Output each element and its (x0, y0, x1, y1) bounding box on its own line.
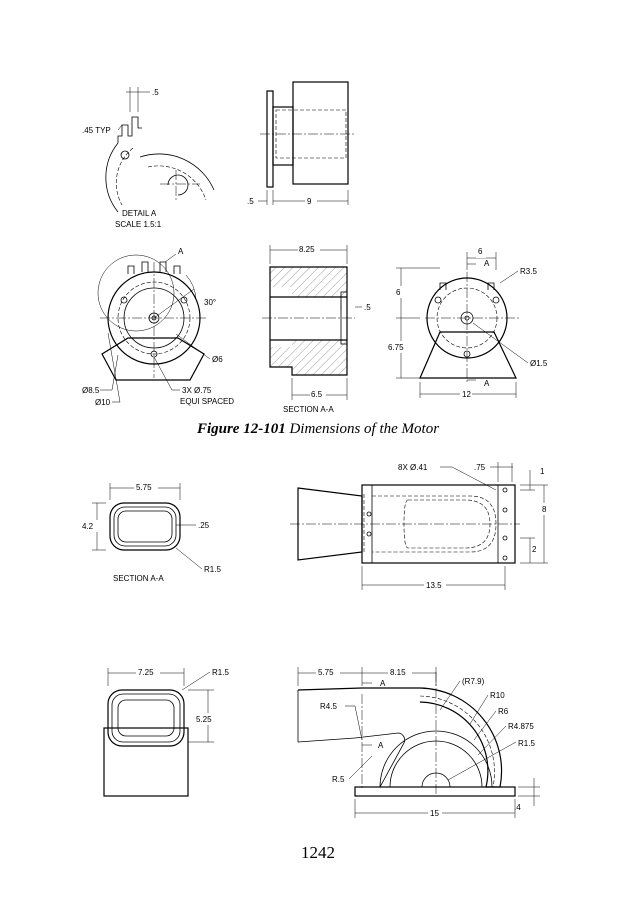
figure-title: Dimensions of the Motor (289, 421, 440, 437)
figure-number: Figure 12-101 (196, 421, 286, 437)
front-view-section-mark: A (178, 247, 184, 256)
duct-side-r6: R6 (498, 707, 509, 716)
duct-top-view: 8X Ø.41 .75 1 8 2 13.5 (290, 462, 550, 590)
right-view-section-mark-top: A (484, 259, 490, 268)
right-view-dim-vert-upper: 6 (396, 288, 401, 297)
front-view-dia-mid: Ø8.5 (82, 386, 100, 395)
figure-caption: Figure 12-101 Dimensions of the Motor (0, 421, 636, 438)
duct-end-radius: R1.5 (212, 668, 229, 677)
front-view-holes-note: EQUI SPACED (180, 397, 234, 406)
detail-a-typ-dim: .45 TYP (82, 126, 111, 135)
front-view-dia-outer: Ø10 (95, 398, 111, 407)
duct-top-length: 13.5 (426, 581, 442, 590)
duct-side-r4875: R4.875 (508, 722, 534, 731)
duct-section-width: 5.75 (136, 483, 152, 492)
right-view-dim-top: 6 (478, 247, 483, 256)
duct-section-label: SECTION A-A (113, 574, 164, 583)
duct-section-wall: .25 (198, 521, 210, 530)
duct-section-height: 4.2 (82, 522, 94, 531)
section-dim-step: .5 (364, 303, 371, 312)
duct-side-section-mark-lower: A (378, 741, 384, 750)
duct-side-ref-radius: (R7.9) (462, 677, 485, 686)
duct-side-base: 15 (430, 809, 439, 818)
detail-a-scale: SCALE 1.5:1 (115, 220, 162, 229)
right-view-dim-vert-lower: 6.75 (388, 343, 404, 352)
right-view-dim-width: 12 (462, 390, 471, 399)
motor-side-view: .5 9 (247, 81, 355, 206)
duct-side-section-mark: A (380, 679, 386, 688)
duct-side-r5: R.5 (332, 775, 345, 784)
detail-a-view: .5 .45 TYP DETAIL A SCALE 1.5:1 (82, 87, 215, 229)
duct-top-edge-dim: .75 (474, 463, 486, 472)
duct-end-view: 7.25 R1.5 5.25 (103, 667, 229, 797)
motor-front-view: 30° A Ø6 Ø8.5 Ø10 3X Ø.75 EQUI SPACED (82, 247, 234, 407)
duct-side-r15: R1.5 (518, 739, 535, 748)
side-view-flange-dim: .5 (247, 197, 254, 206)
duct-top-holes: 8X Ø.41 (398, 463, 428, 472)
detail-a-label: DETAIL A (122, 209, 157, 218)
duct-side-view: 5.75 8.15 A (R7.9) R10 R6 R4.875 R1.5 R4… (297, 667, 540, 818)
right-view-hole: Ø1.5 (530, 359, 548, 368)
section-dim-bottom: 6.5 (311, 390, 323, 399)
duct-side-r45: R4.5 (320, 702, 337, 711)
front-view-holes: 3X Ø.75 (182, 386, 212, 395)
duct-top-dim-right-2: 2 (532, 545, 537, 554)
duct-side-dim-left: 5.75 (318, 668, 334, 677)
duct-top-dim-right-1: 1 (540, 467, 545, 476)
duct-side-r10: R10 (490, 691, 505, 700)
duct-top-dim-right-8: 8 (542, 505, 547, 514)
section-label: SECTION A-A (283, 405, 334, 414)
duct-section-radius: R1.5 (204, 565, 221, 574)
duct-section-aa: 5.75 4.2 .25 R1.5 SECTION A-A (82, 482, 221, 583)
right-view-radius: R3.5 (520, 267, 537, 276)
page-number: 1242 (301, 843, 335, 862)
front-view-dia-small: Ø6 (212, 355, 223, 364)
section-dim-top: 8.25 (299, 245, 315, 254)
detail-a-dim-width: .5 (152, 88, 159, 97)
duct-end-height: 5.25 (196, 715, 212, 724)
section-aa-view: 8.25 .5 6.5 SECTION A-A (262, 244, 371, 414)
duct-side-dim-mid: 8.15 (390, 668, 406, 677)
right-view-section-mark-bottom: A (484, 379, 490, 388)
duct-side-thk: .4 (514, 803, 521, 812)
motor-right-view: 6 A R3.5 6 6.75 Ø1.5 A 12 (388, 247, 548, 399)
side-view-length-dim: 9 (307, 197, 312, 206)
duct-end-width: 7.25 (138, 668, 154, 677)
front-view-angle: 30° (204, 298, 216, 307)
